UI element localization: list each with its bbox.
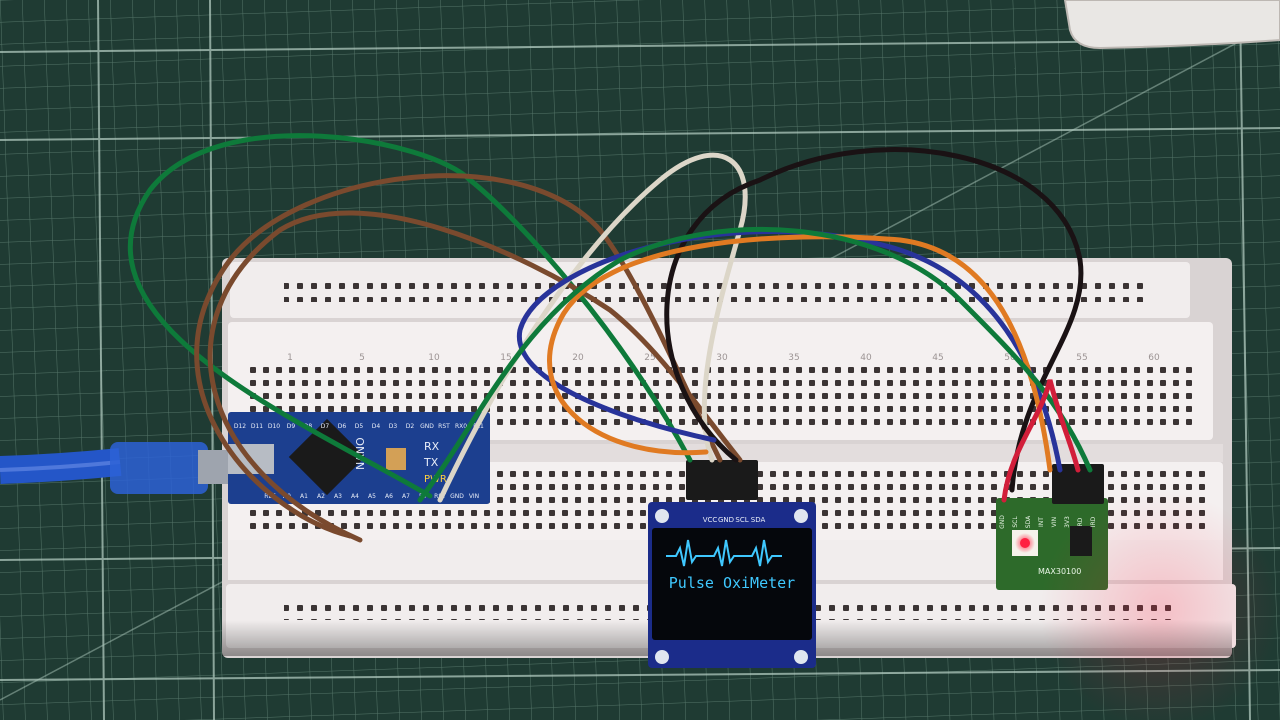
wire-white [437,152,748,503]
oled-pin-label: GND [718,516,734,524]
nano-top-pin-label: D9 [287,423,296,430]
row-marker-label: 25 [644,353,655,363]
nano-bottom-pin-label: A2 [317,493,325,500]
sensor-pin-label: SDA [1025,515,1032,528]
nano-top-pin-label: RST [438,423,450,430]
heartbeat-waveform [666,539,782,567]
sensor-pin-label: GND [999,515,1006,529]
nano-top-pin-label: D2 [406,423,415,430]
sensor-pin-label: INT [1038,517,1045,527]
nano-bottom-pin-label: A4 [351,493,359,500]
row-marker-label: 50 [1004,353,1016,363]
row-marker-label: 5 [359,353,365,363]
nano-bottom-pin-label: A5 [368,493,376,500]
row-marker-label: 60 [1148,353,1160,363]
sensor-pin-label: IRD [1090,516,1097,527]
nano-top-pin-label: D7 [321,423,330,430]
oled-title: Pulse OxiMeter [669,574,795,592]
nano-top-pin-label: D12 [234,423,246,430]
nano-top-pin-label: D5 [355,423,364,430]
laptop-corner [1063,0,1280,50]
row-marker-label: 20 [572,353,584,363]
wire-brown-inner [207,210,743,543]
nano-rx-label: RX [424,440,440,453]
nano-top-pin-label: RX0 [455,423,467,430]
jumper-wires [127,133,1093,543]
wire-brown-outer [194,173,723,539]
wire-orange [547,234,1053,473]
nano-bottom-pin-label: A3 [334,493,342,500]
nano-bottom-pin-label: VIN [469,493,479,500]
nano-top-pin-label: D4 [372,423,381,430]
sensor-pin-label: SCL [1012,516,1019,528]
nano-tx-label: TX [423,456,439,469]
sensor-pin-labels: GND SCL SDA INT VIN 3V3 RD IRD [999,515,1097,529]
row-marker-label: 45 [932,353,943,363]
sensor-pin-label: RD [1077,517,1084,526]
row-marker-label: 30 [716,353,728,363]
usb-cable [0,442,228,494]
row-marker-label: 55 [1076,353,1087,363]
nano-bottom-pin-label: A7 [402,493,410,500]
nano-top-pin-label: D3 [389,423,398,430]
nano-bottom-pin-label: A6 [385,493,393,500]
sensor-pin-label: VIN [1051,517,1058,527]
nano-top-pin-label: GND [420,423,434,430]
wire-green-right [417,226,1093,503]
wire-green-left [127,133,693,499]
wire-black [664,147,1084,493]
max30100-sensor-module: GND SCL SDA INT VIN 3V3 RD IRD MAX30100 [996,490,1280,720]
sensor-chip-label: MAX30100 [1038,567,1081,576]
wire-red [1001,379,1081,503]
nano-top-pin-label: D6 [338,423,347,430]
row-marker-label: 40 [860,353,872,363]
nano-top-pin-label: D10 [268,423,280,430]
sensor-pin-label: 3V3 [1064,516,1071,528]
row-marker-label: 15 [500,353,511,363]
oled-header-connector [686,460,758,500]
oled-pin-label: SCL [735,516,748,524]
sensor-header-connector [1052,464,1104,504]
oled-pin-label: SDA [751,516,766,524]
nano-bottom-pin-label: A1 [300,493,308,500]
row-marker-label: 10 [428,353,440,363]
row-marker-label: 1 [287,353,293,363]
nano-bottom-pin-label: GND [450,493,464,500]
sensor-red-led [1020,538,1030,548]
oled-pin-label: VCC [703,516,718,524]
nano-top-pin-label: D11 [251,423,263,430]
row-marker-label: 35 [788,353,799,363]
